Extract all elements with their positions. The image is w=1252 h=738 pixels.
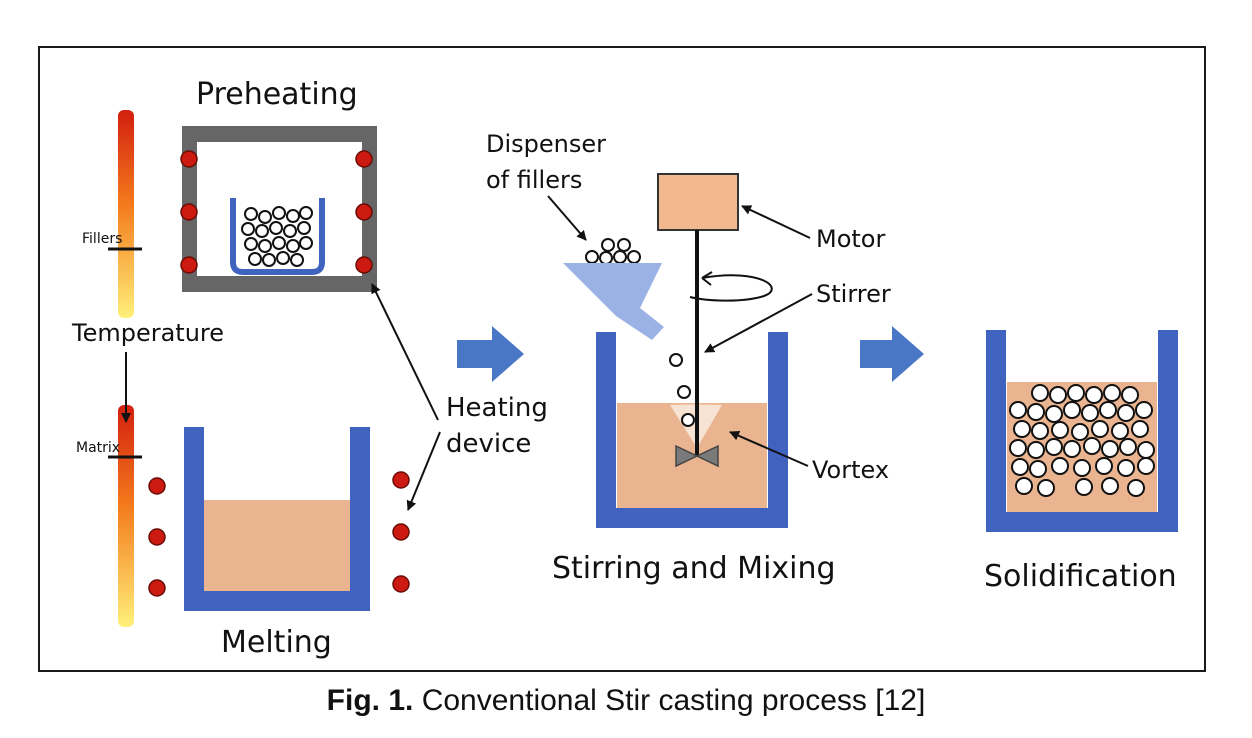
filler-funnel [563,263,664,340]
stirrer-impeller [675,444,719,468]
crucible-wall [184,427,370,611]
motor-arrow [741,205,811,239]
filler-particles-preheat [241,206,313,267]
matrix-label: Matrix [76,440,120,456]
heating-device-arrow-down [406,431,441,511]
process-arrow-1 [457,326,524,382]
falling-particles [669,353,695,427]
solidification-label: Solidification [984,559,1177,594]
heater-element [392,471,410,489]
solidification-crucible-wall [986,330,1178,532]
heating-device-arrow-up [371,283,439,421]
heater-elements-melting [148,471,410,597]
heater-element [355,256,373,274]
stirring-station: Dispenser of fillers Motor Stirrer Vorte… [486,130,891,586]
preheating-furnace: Preheating [180,77,377,292]
vortex-label: Vortex [812,456,889,484]
filler-crucible [230,198,325,275]
melting-crucible: Melting [148,427,410,660]
motor-label: Motor [816,225,885,253]
dispenser-particles [585,238,641,265]
stirring-crucible-wall [596,332,788,528]
molten-matrix [204,500,350,592]
heating-device-label-line2: device [446,429,531,459]
stirring-mixing-label: Stirring and Mixing [552,551,836,586]
dispenser-label-line2: of fillers [486,166,582,194]
fillers-label: Fillers [82,231,122,247]
dispenser-arrow [547,195,587,241]
temperature-scale: Fillers Matrix Temperature [71,110,224,627]
dispersed-particles [1009,384,1155,497]
heater-elements-preheating [180,150,373,274]
fillers-temperature-bar [118,110,134,318]
heater-element [148,477,166,495]
caption-text: Conventional Stir casting process [12] [421,684,926,717]
vortex-arrow [729,431,809,467]
figure-caption: Fig. 1. Conventional Stir casting proces… [0,684,1252,718]
matrix-temperature-bar [118,405,134,627]
heater-element [392,575,410,593]
rotation-arrow-head [701,271,713,286]
heater-element [392,523,410,541]
heater-element [180,256,198,274]
heater-element [148,528,166,546]
heating-device-annotation: Heating device [371,283,548,511]
temperature-label: Temperature [71,319,224,347]
heater-element [355,203,373,221]
heater-element [180,203,198,221]
stirrer-label: Stirrer [816,280,891,308]
heater-element [148,579,166,597]
motor-box [657,173,739,231]
stir-casting-diagram: Fillers Matrix Temperature Preheating [71,77,1178,660]
stirrer-arrow [704,293,813,353]
rotation-arrow [689,274,773,302]
melting-label: Melting [221,625,332,660]
caption-prefix: Fig. 1. [326,684,414,717]
heating-device-label-line1: Heating [446,393,548,423]
solidification-station: Solidification [984,330,1178,594]
process-arrow-2 [860,326,924,382]
heater-element [355,150,373,168]
preheating-label: Preheating [196,77,358,112]
dispenser-label-line1: Dispenser [486,130,606,158]
heater-element [180,150,198,168]
